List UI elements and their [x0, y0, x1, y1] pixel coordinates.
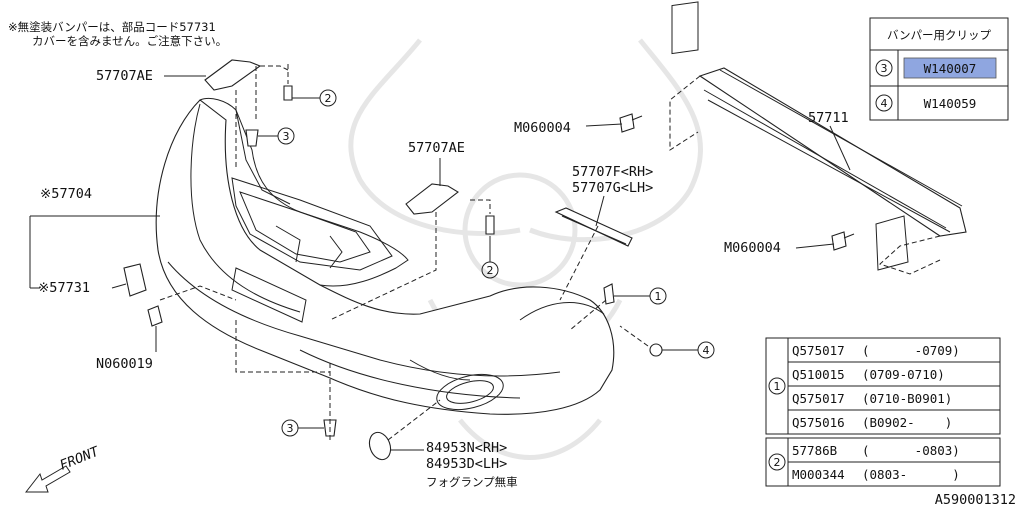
table2-row1-range: ( -0803)	[862, 443, 960, 458]
label-57707ae-mid: 57707AE	[408, 140, 465, 156]
clip-3-upper	[245, 129, 259, 147]
fog-cover-84953	[368, 431, 392, 461]
clip-row-1-highlight	[903, 57, 997, 79]
svg-text:2: 2	[325, 92, 332, 105]
label-84953d: 84953D<LH>	[426, 456, 507, 472]
note-line-1: ※無塗装バンパーは、部品コード57731	[8, 20, 216, 34]
table2-row1-code: 57786B	[792, 443, 837, 458]
screw-2-mid	[485, 215, 495, 235]
screw-2-upper	[283, 85, 293, 101]
table1-row1-range: ( -0709)	[862, 343, 960, 358]
screw-1	[603, 283, 615, 305]
bumper-face	[155, 97, 615, 415]
screw-m060004-lower	[831, 231, 855, 251]
label-57704: ※57704	[40, 186, 92, 202]
clip-row-1-num: 3	[881, 62, 888, 75]
clip-table: バンパー用クリップ 3 W140007 4 W140059	[869, 17, 1009, 121]
label-m060004-lower: M060004	[724, 240, 781, 256]
callout-3-lower: 3	[281, 419, 324, 437]
svg-text:3: 3	[283, 130, 290, 143]
clip-4	[649, 343, 663, 357]
clip-row-2-code: W140059	[924, 96, 977, 111]
bracket-57707ae-upper	[204, 59, 262, 91]
table2-num: 2	[774, 456, 781, 469]
callout-3-upper: 3	[258, 127, 295, 145]
label-fog-note: フォグランプ無車	[426, 475, 518, 489]
table1-row1-code: Q575017	[792, 343, 845, 358]
part-table-1: 1 Q575017 ( -0709) Q510015 (0709-0710) Q…	[765, 337, 1001, 435]
bracket-57707ae-mid	[405, 183, 459, 215]
front-label: FRONT	[58, 443, 102, 473]
svg-text:1: 1	[655, 290, 662, 303]
callout-2-upper: 2	[292, 89, 337, 107]
part-table-2: 2 57786B ( -0803) M000344 (0803- )	[765, 437, 1001, 487]
clip-row-2-num: 4	[881, 97, 888, 110]
table1-row4-code: Q575016	[792, 415, 845, 430]
front-arrow: FRONT	[24, 443, 102, 493]
table2-row2-range: (0803- )	[862, 467, 960, 482]
clip-row-1-code: W140007	[924, 61, 977, 76]
table1-num: 1	[774, 380, 781, 393]
label-84953n: 84953N<RH>	[426, 440, 507, 456]
label-57711: 57711	[808, 110, 849, 126]
callout-4: 4	[662, 341, 715, 359]
note-line-2: カバーを含みません。ご注意下さい。	[32, 34, 227, 48]
reinforcement-beam-57711	[669, 1, 967, 275]
label-n060019: N060019	[96, 356, 153, 372]
table1-row3-code: Q575017	[792, 391, 845, 406]
label-57707g: 57707G<LH>	[572, 180, 653, 196]
screw-m060004-upper	[619, 113, 643, 133]
label-57731: ※57731	[38, 280, 90, 296]
label-m060004-upper: M060004	[514, 120, 571, 136]
svg-text:4: 4	[703, 344, 710, 357]
table1-row2-range: (0709-0710)	[862, 367, 945, 382]
svg-text:3: 3	[287, 422, 294, 435]
drawing-id: A590001312	[935, 492, 1016, 508]
cover-57731	[123, 263, 147, 297]
table1-row2-code: Q510015	[792, 367, 845, 382]
table2-row2-code: M000344	[792, 467, 845, 482]
clip-table-title: バンパー用クリップ	[887, 28, 992, 42]
plug-n060019	[147, 305, 163, 327]
svg-text:2: 2	[487, 264, 494, 277]
table1-row3-range: (0710-B0901)	[862, 391, 952, 406]
callout-1: 1	[614, 287, 667, 305]
label-57707ae-upper: 57707AE	[96, 68, 153, 84]
table1-row4-range: (B0902- )	[862, 415, 952, 430]
callout-2-mid: 2	[481, 236, 499, 279]
label-57707f: 57707F<RH>	[572, 164, 653, 180]
